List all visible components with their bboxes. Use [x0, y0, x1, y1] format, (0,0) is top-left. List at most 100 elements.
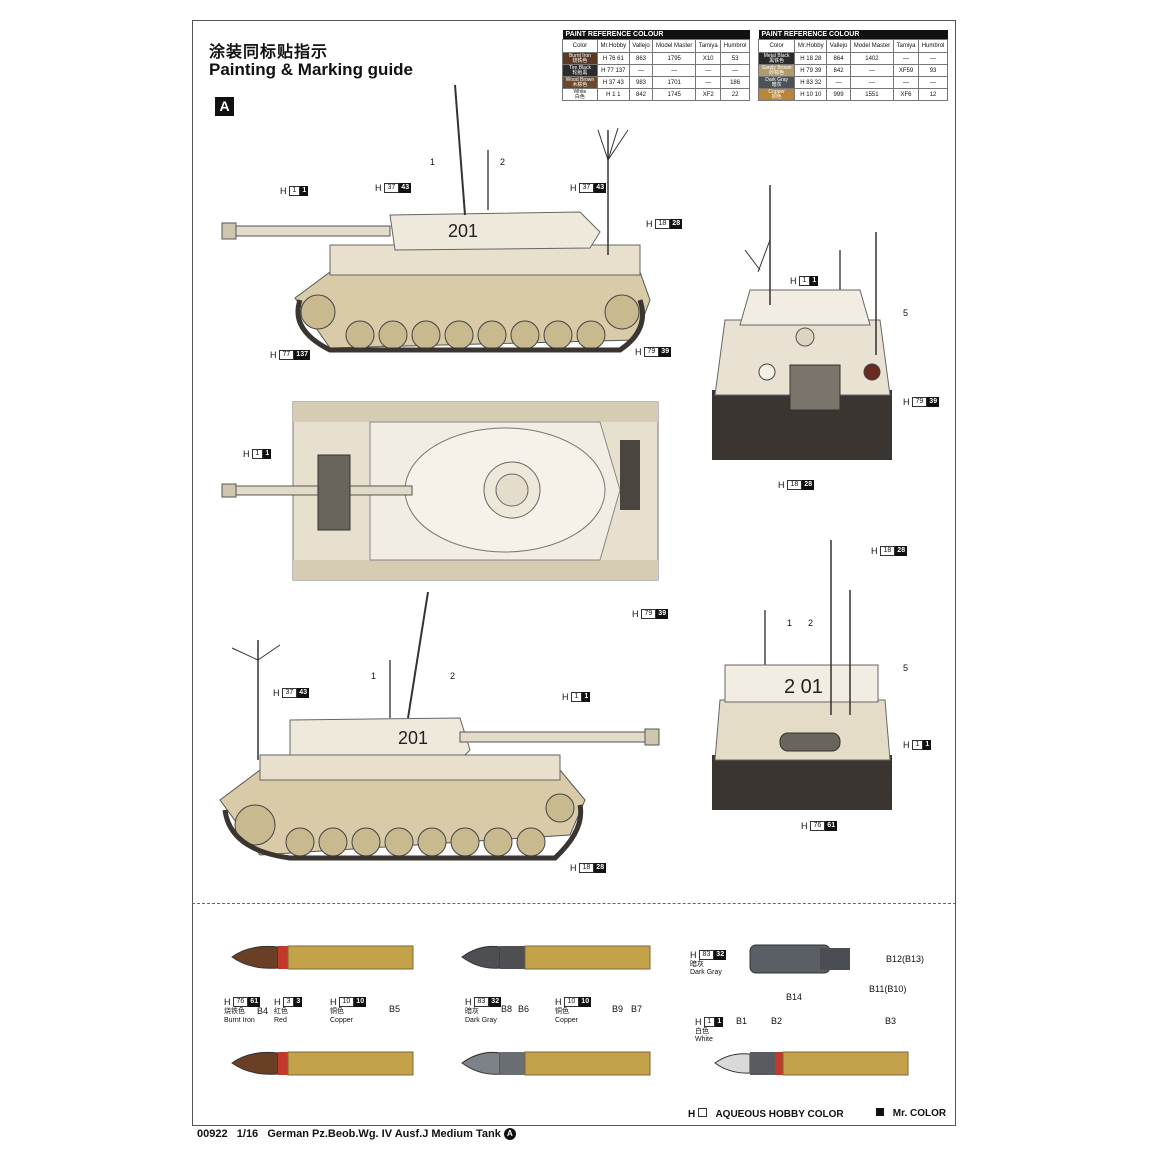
ammo-copper-2: Copper — [555, 1017, 578, 1024]
ammunition-rounds-icon — [231, 944, 909, 1076]
instruction-sheet-frame — [192, 20, 956, 1126]
legend-h-mark: H — [688, 1109, 696, 1120]
ammo-b6: B6 — [518, 1004, 530, 1014]
legend-aqueous: H AQUEOUS HOBBY COLOR — [688, 1108, 844, 1120]
side2-callout-1: 1 — [371, 671, 377, 681]
side2-turret-number: 201 — [398, 728, 428, 748]
footer-scale: 1/16 — [236, 1128, 259, 1140]
ammo-white-cn: 白色 — [695, 1028, 709, 1035]
cell-humbrol: — — [918, 52, 948, 65]
ammo-burnt-iron-cn: 烧铁色 — [224, 1008, 245, 1015]
cell-tamiya: XF2 — [695, 88, 722, 101]
cell-mm: 1551 — [849, 88, 895, 101]
ammo-dark-gray-cn: 暗灰 — [465, 1008, 479, 1015]
side2-callout-2: 2 — [450, 671, 456, 681]
side1-turret-number: 201 — [448, 221, 478, 241]
ammo-b2: B2 — [771, 1016, 783, 1026]
ammo-b7: B7 — [631, 1004, 643, 1014]
front-callout-5: 5 — [903, 308, 909, 318]
ammo-b4: B4 — [257, 1006, 269, 1016]
ammo-red: Red — [274, 1017, 287, 1024]
ammo-red-cn: 红色 — [274, 1008, 288, 1015]
cell-humbrol: 22 — [720, 88, 750, 101]
ammo-white: White — [695, 1036, 713, 1043]
side-view-left-icon: 201 — [219, 591, 660, 861]
ammo-dark-gray-cn-2: 暗灰 — [690, 961, 704, 968]
side-view-right-icon: 201 — [221, 84, 651, 353]
cell-mm: 1745 — [652, 88, 697, 101]
rear-callout-2: 2 — [808, 618, 814, 628]
legend-aqueous-text: AQUEOUS HOBBY COLOR — [715, 1109, 844, 1120]
rear-view-icon: 2 01 — [712, 540, 892, 810]
ammo-dark-gray-2: Dark Gray — [690, 969, 722, 976]
rear-callout-5: 5 — [903, 663, 909, 673]
side1-callout-2: 2 — [500, 157, 506, 167]
column-header: Humbrol — [918, 39, 948, 53]
cell-vallejo: 842 — [628, 88, 654, 101]
cell-tamiya: XF6 — [892, 88, 920, 101]
cell-mr: H 10 10 — [794, 88, 828, 101]
table-header: PAINT REFERENCE COLOUR — [758, 30, 948, 40]
top-view-icon — [221, 401, 659, 581]
ammo-b5: B5 — [389, 1004, 401, 1014]
ammo-b14: B14 — [786, 992, 803, 1002]
ammo-b9: B9 — [612, 1004, 624, 1014]
legend-mr-color: Mr. COLOR — [876, 1108, 946, 1119]
footer-name: German Pz.Beob.Wg. IV Ausf.J Medium Tank — [267, 1128, 501, 1140]
ammo-copper: Copper — [330, 1017, 353, 1024]
side1-callout-1: 1 — [430, 157, 436, 167]
front-view-icon — [712, 185, 892, 460]
ammo-b1: B1 — [736, 1016, 748, 1026]
rear-turret-number: 2 01 — [784, 676, 823, 698]
title-chinese: 涂装同标贴指示 — [209, 42, 329, 61]
rear-callout-1: 1 — [787, 618, 793, 628]
ammo-copper-cn-2: 铜色 — [555, 1008, 569, 1015]
ammo-copper-cn: 铜色 — [330, 1008, 344, 1015]
title-english: Painting & Marking guide — [209, 60, 414, 79]
ammo-b8: B8 — [501, 1004, 513, 1014]
footer-scheme-badge: A — [503, 1128, 516, 1141]
ammo-b3: B3 — [885, 1016, 897, 1026]
ammo-b12: B12(B13) — [886, 954, 925, 964]
scheme-badge: A — [215, 97, 234, 116]
table-header: PAINT REFERENCE COLOUR — [562, 30, 750, 40]
cell-humbrol: 12 — [918, 88, 948, 101]
ammo-burnt-iron: Burnt Iron — [224, 1017, 255, 1024]
footer: 00922 1/16 German Pz.Beob.Wg. IV Ausf.J … — [197, 1128, 516, 1141]
